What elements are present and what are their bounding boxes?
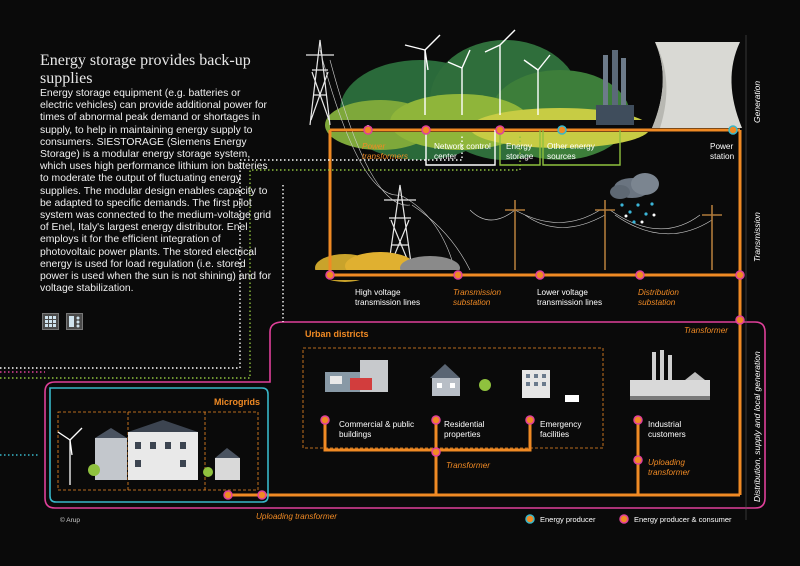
page-title: Energy storage provides back-up supplies <box>40 52 251 87</box>
label-transformer-center: Transformer <box>446 461 490 470</box>
label-industrial: Industrial customers <box>648 420 686 439</box>
label-transformer-right: Transformer <box>684 326 728 335</box>
label-uploading-transformer-right: Uploading transformer <box>648 458 690 477</box>
label-lv-lines: Lower voltage transmission lines <box>537 288 603 307</box>
factory-icon <box>630 350 710 400</box>
wooden-poles <box>505 200 722 270</box>
label-commercial: Commercial & public buildings <box>339 420 415 439</box>
label-distribution-substation: Distribution substation <box>638 288 679 307</box>
label-other-sources: Other energy sources <box>547 142 595 161</box>
label-power-transformers: Power transformers <box>362 142 408 161</box>
wind-turbine-icon <box>404 29 551 115</box>
producer-nodes <box>525 125 738 524</box>
legend-producer-consumer: Energy producer & consumer <box>634 515 732 524</box>
grid-icon[interactable] <box>42 313 59 330</box>
label-uploading-transformer-bottom: Uploading transformer <box>256 512 338 521</box>
legend-producer: Energy producer <box>540 515 596 524</box>
side-label-generation: Generation <box>752 80 762 123</box>
side-label-distribution: Distribution, supply and local generatio… <box>752 351 762 502</box>
power-lines <box>228 128 742 497</box>
power-station-chimneys <box>596 50 634 125</box>
label-hv-lines: High voltage transmission lines <box>355 288 421 307</box>
body-paragraph: Energy storage equipment (e.g. batteries… <box>40 88 272 295</box>
rain-cloud-icon <box>610 173 659 224</box>
transmission-wires <box>319 49 713 271</box>
commercial-building <box>325 360 388 392</box>
cooling-tower-icon <box>652 42 742 128</box>
label-emergency: Emergency facilities <box>540 420 582 439</box>
transmission-landscape <box>300 252 470 282</box>
side-label-transmission: Transmission <box>752 212 762 262</box>
label-transmission-substation: Transmission substation <box>453 288 502 307</box>
dotted-connections <box>0 135 521 456</box>
label-power-station: Power station <box>710 142 735 161</box>
pylon-icon <box>306 39 416 271</box>
share-icon[interactable] <box>66 313 83 330</box>
label-residential: Residential properties <box>444 420 485 439</box>
label-network-control: Network control center <box>434 142 491 161</box>
house-icon <box>430 364 491 396</box>
microgrid-wind-turbine-icon <box>57 427 83 485</box>
emergency-building <box>522 370 579 402</box>
label-energy-storage: Energy storage <box>506 142 534 161</box>
section-urban-districts: Urban districts <box>305 329 369 339</box>
copyright: © Arup <box>60 517 80 524</box>
section-microgrids: Microgrids <box>214 397 261 407</box>
microgrid-houses <box>88 420 240 480</box>
producer-consumer-nodes <box>223 125 745 524</box>
